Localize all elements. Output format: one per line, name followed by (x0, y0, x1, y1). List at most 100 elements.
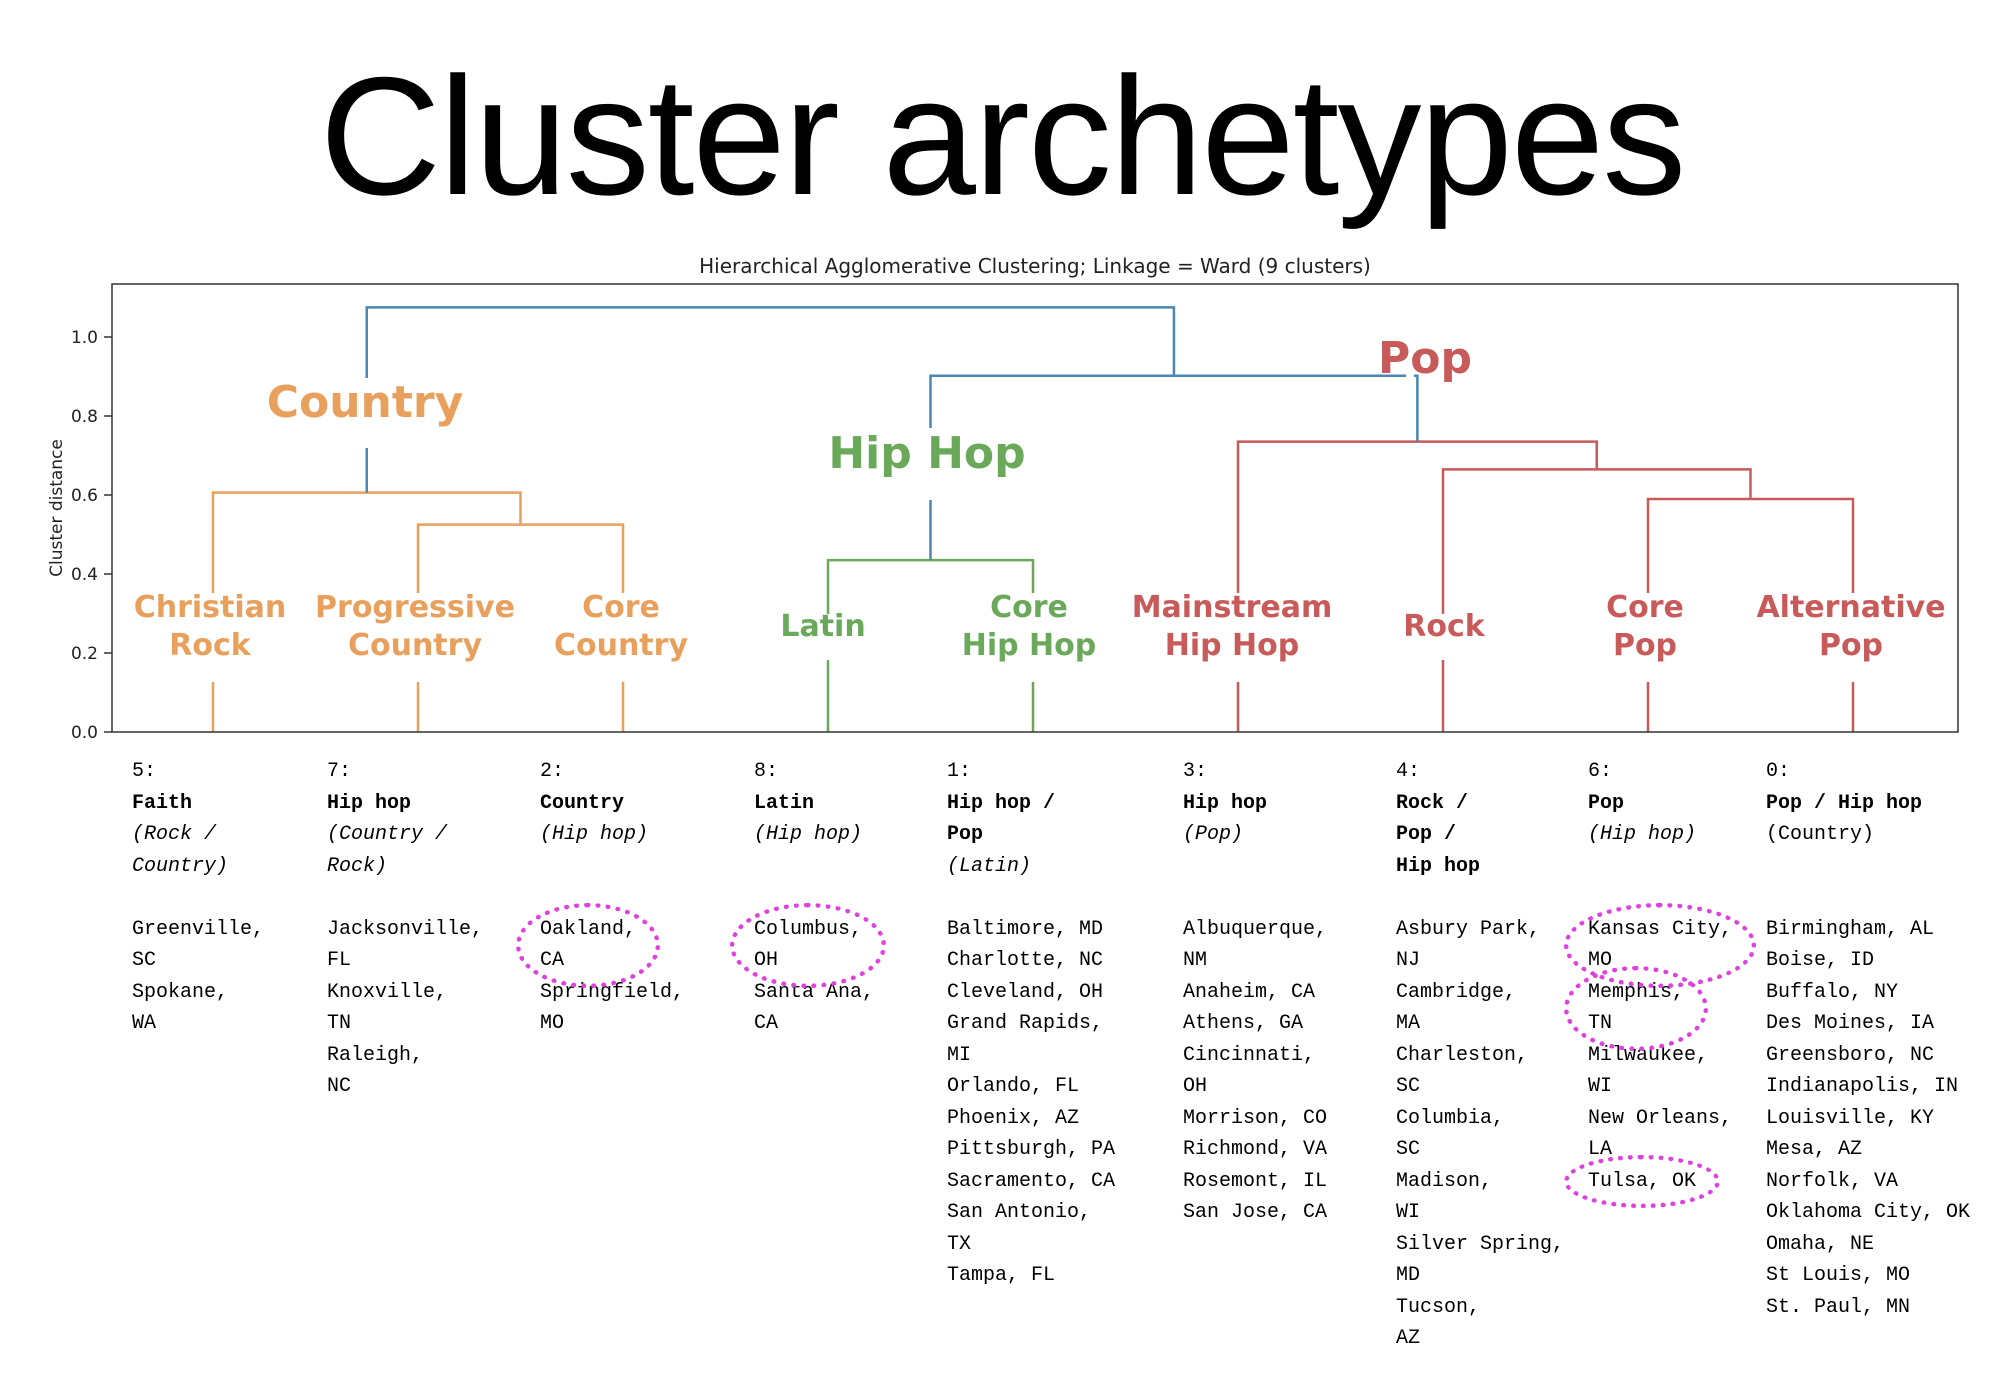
label-gap (1360, 362, 1420, 370)
cluster-genre: Hip hop / (947, 791, 1056, 815)
leaf-label: Rock (169, 628, 251, 663)
city-entry: SC (132, 949, 157, 972)
city-entry: Boise, ID (1766, 949, 1875, 972)
cluster-id: 4: (1396, 760, 1421, 783)
cluster-genre: Latin (754, 791, 815, 815)
y-tick-label: 0.8 (71, 407, 98, 427)
city-entry: OH (1183, 1075, 1208, 1098)
cluster-id: 1: (947, 760, 972, 783)
group-label: Hip Hop (828, 428, 1025, 479)
cluster-secondary-genre: Rock) (327, 854, 388, 878)
label-gap (619, 593, 627, 682)
label-gap (824, 614, 832, 660)
city-entry: Greenville, (132, 917, 265, 941)
cluster-genre: Hip hop (327, 791, 412, 815)
cluster-secondary-genre: (Country / (327, 823, 448, 846)
city-entry: Silver Spring, (1396, 1232, 1565, 1256)
label-gap (1234, 593, 1242, 682)
city-entry: Grand Rapids, (947, 1012, 1104, 1035)
cluster-column: 2:Country(Hip hop) (540, 756, 648, 851)
leaf-label: Pop (1613, 628, 1677, 663)
cluster-genre: Faith (132, 791, 193, 815)
y-tick-label: 0.6 (71, 486, 98, 506)
city-entry: Phoenix, AZ (947, 1106, 1080, 1130)
cluster-secondary-genre: (Hip hop) (754, 823, 863, 846)
city-entry: SC (1396, 1075, 1421, 1098)
group-label: Pop (1378, 333, 1472, 384)
cluster-genre: Pop (947, 823, 984, 846)
city-entry: Orlando, FL (947, 1075, 1080, 1098)
leaf-label: Mainstream (1132, 590, 1333, 625)
cluster-id: 5: (132, 760, 157, 783)
cluster-secondary-genre: Country) (132, 854, 229, 878)
city-entry: NJ (1396, 949, 1421, 972)
leaf-label: Progressive (315, 590, 515, 625)
city-entry: Oklahoma City, OK (1766, 1201, 1971, 1224)
city-entry: Louisville, KY (1766, 1106, 1935, 1130)
cluster-genre: Pop / (1396, 823, 1457, 846)
city-entry: Spokane, (132, 980, 229, 1004)
y-tick-label: 0.0 (71, 723, 98, 743)
city-entry: MI (947, 1043, 972, 1067)
highlight-oval (516, 902, 660, 988)
cluster-id: 0: (1766, 760, 1791, 783)
dendrogram-link (365, 306, 1176, 493)
city-entry: Tampa, FL (947, 1264, 1056, 1287)
city-entry: Madison, (1396, 1169, 1493, 1193)
cluster-genre: Pop / Hip hop (1766, 791, 1923, 815)
city-entry: Pittsburgh, PA (947, 1138, 1116, 1161)
cluster-column: 4:Rock /Pop /Hip hop (1396, 756, 1480, 882)
city-entry: Birmingham, AL (1766, 917, 1935, 941)
city-entry: Athens, GA (1183, 1012, 1304, 1035)
leaf-label: Pop (1819, 628, 1883, 663)
cluster-column: 0:Pop / Hip hop(Country) (1766, 756, 1922, 851)
cluster-column: 5: Faith (Rock / Country) (132, 756, 228, 882)
cluster-id: 8: (754, 760, 779, 783)
y-tick-label: 0.2 (71, 644, 98, 664)
label-gap (209, 593, 217, 682)
cluster-column: 3: Hip hop (Pop) (1183, 756, 1267, 851)
cluster-secondary-genre: (Pop) (1183, 823, 1244, 846)
city-entry: Charlotte, NC (947, 949, 1104, 972)
city-entry: Jacksonville, (327, 917, 484, 941)
cluster-genre: Rock / (1396, 791, 1469, 815)
city-entry: Columbia, (1396, 1106, 1505, 1130)
city-entry: Richmond, VA (1183, 1138, 1328, 1161)
leaf-label: Rock (1403, 609, 1485, 644)
city-entry: TX (947, 1232, 972, 1256)
city-entry: Asbury Park, (1396, 917, 1541, 941)
city-entry: Omaha, NE (1766, 1232, 1875, 1256)
dendrogram-link (1236, 440, 1598, 732)
city-entry: Mesa, AZ (1766, 1138, 1863, 1161)
label-gap (1849, 593, 1857, 682)
cluster-genre: Pop (1588, 791, 1625, 815)
cluster-genre: Hip hop (1183, 791, 1268, 815)
cluster-secondary-genre: (Rock / (132, 823, 217, 846)
city-entry: WI (1396, 1201, 1421, 1224)
cluster-id: 3: (1183, 760, 1208, 783)
chart-title: Hierarchical Agglomerative Clustering; L… (699, 254, 1371, 278)
cluster-genre: Country (540, 791, 625, 815)
highlight-oval (1564, 965, 1708, 1051)
label-gap (1029, 593, 1037, 682)
highlight-oval (730, 902, 886, 988)
city-entry: Greensboro, NC (1766, 1043, 1935, 1067)
city-entry: San Antonio, (947, 1201, 1092, 1224)
slide-title: Cluster archetypes (319, 42, 1687, 230)
y-tick-label: 0.4 (71, 565, 98, 585)
cluster-column: 8: Latin (Hip hop) (754, 756, 862, 851)
city-entry: WI (1588, 1075, 1613, 1098)
city-entry: MO (540, 1012, 565, 1035)
label-gap (1644, 593, 1652, 682)
city-entry: Knoxville, (327, 980, 448, 1004)
leaf-label: Christian (134, 590, 287, 625)
y-tick-label: 1.0 (71, 328, 98, 348)
city-entry: Indianapolis, IN (1766, 1075, 1959, 1098)
city-entry: Morrison, CO (1183, 1106, 1328, 1130)
city-entry: Cincinnati, (1183, 1043, 1316, 1067)
cluster-id: 2: (540, 760, 565, 783)
